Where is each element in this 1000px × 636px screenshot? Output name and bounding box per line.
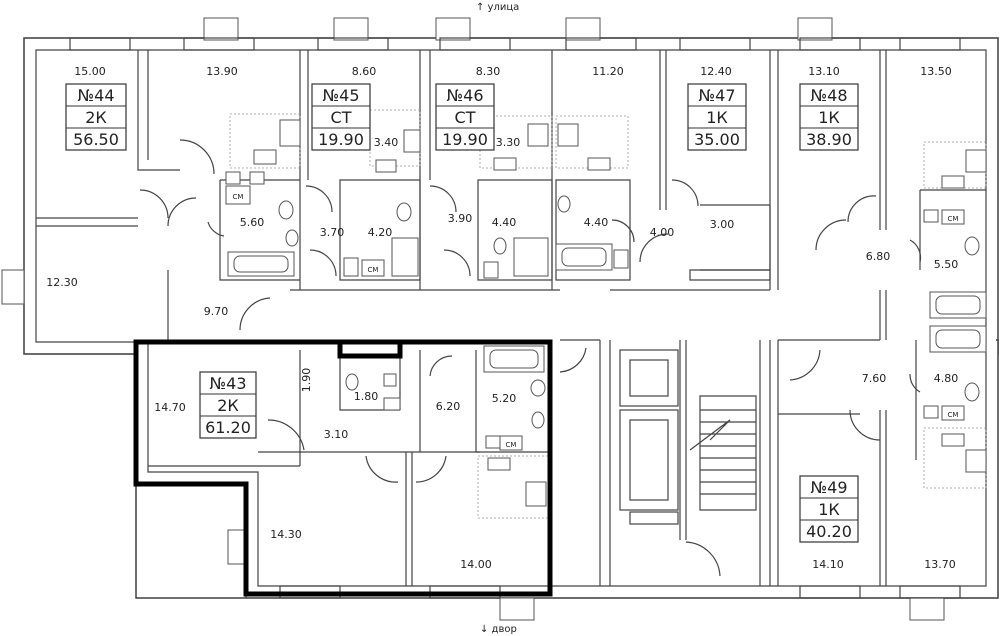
direction-top-label: ↑ улица: [476, 2, 519, 13]
direction-bottom-label: ↓ двор: [480, 624, 517, 635]
apartment-card-45[interactable]: №45 СТ 19.90: [311, 83, 371, 151]
room-area: 3.30: [496, 136, 521, 149]
apartment-type: 2К: [85, 108, 107, 127]
apartment-card-47[interactable]: №47 1К 35.00: [687, 83, 747, 151]
room-area: 3.00: [710, 218, 735, 231]
room-area: 3.10: [324, 428, 349, 441]
washing-machine-label: СМ: [948, 215, 959, 223]
room-area: 12.40: [700, 65, 732, 78]
apartment-type: 1К: [706, 108, 728, 127]
room-area: 5.20: [492, 392, 517, 405]
room-area: 14.10: [812, 558, 844, 571]
apartment-number: №46: [447, 86, 484, 105]
room-area: 6.20: [436, 400, 461, 413]
washing-machine-tags: СМ СМ СМ СМ СМ: [225, 185, 965, 451]
stair-core: [619, 349, 757, 525]
room-area: 13.70: [924, 558, 956, 571]
room-area: 12.30: [46, 276, 78, 289]
apartment-number: №49: [811, 478, 848, 497]
room-area: 1.80: [354, 390, 379, 403]
room-area: 5.50: [934, 258, 959, 271]
room-area: 6.80: [866, 250, 891, 263]
room-area: 5.60: [240, 216, 265, 229]
room-area-labels: 15.00 13.90 8.60 8.30 11.20 12.40 13.10 …: [46, 65, 958, 571]
windows: [1, 17, 961, 621]
room-area: 3.70: [320, 226, 345, 239]
apartment-area: 35.00: [694, 130, 740, 149]
apartment-card-43[interactable]: №43 2К 61.20: [199, 371, 257, 439]
apartment-card-48[interactable]: №48 1К 38.90: [799, 83, 859, 151]
room-area: 4.20: [368, 226, 393, 239]
apartment-type: СТ: [455, 108, 476, 127]
apartment-number: №47: [699, 86, 736, 105]
room-area: 9.70: [204, 305, 229, 318]
apartment-area: 19.90: [442, 130, 488, 149]
apartment-43-outline: [133, 339, 553, 597]
room-area: 15.00: [74, 65, 106, 78]
apartment-area: 40.20: [806, 522, 852, 541]
apartment-area: 38.90: [806, 130, 852, 149]
apartment-43-shaft: [337, 342, 403, 359]
apartment-number: №44: [78, 86, 115, 105]
room-area: 7.60: [862, 372, 887, 385]
apartment-area: 19.90: [318, 130, 364, 149]
outer-walls: [23, 37, 999, 599]
room-area: 8.30: [476, 65, 501, 78]
apartment-card-44[interactable]: №44 2К 56.50: [65, 83, 127, 151]
washing-machine-label: СМ: [948, 411, 959, 419]
apartment-area: 61.20: [205, 418, 251, 437]
room-area: 3.90: [448, 212, 473, 225]
room-area: 13.90: [206, 65, 238, 78]
room-area: 4.40: [492, 216, 517, 229]
room-area: 13.50: [920, 65, 952, 78]
apartment-card-49[interactable]: №49 1К 40.20: [799, 475, 859, 543]
bathrooms: [225, 171, 987, 449]
room-area: 8.60: [352, 65, 377, 78]
washing-machine-label: СМ: [233, 193, 244, 201]
washing-machine-label: СМ: [506, 441, 517, 449]
room-area: 3.40: [374, 136, 399, 149]
room-area: 4.00: [650, 226, 675, 239]
apartment-type: 2К: [217, 396, 239, 415]
doors: [139, 139, 922, 577]
room-area: 4.80: [934, 372, 959, 385]
room-area: 11.20: [592, 65, 624, 78]
room-area: 14.70: [154, 401, 186, 414]
apartment-number: №48: [811, 86, 848, 105]
apartment-card-46[interactable]: №46 СТ 19.90: [435, 83, 495, 151]
room-area: 14.30: [270, 528, 302, 541]
room-area: 1.90: [300, 368, 313, 393]
room-area: 4.40: [584, 216, 609, 229]
room-area: 14.00: [460, 558, 492, 571]
apartment-type: 1К: [818, 500, 840, 519]
apartment-type: СТ: [331, 108, 352, 127]
washing-machine-label: СМ: [368, 266, 379, 274]
apartment-number: №45: [323, 86, 360, 105]
apartment-area: 56.50: [73, 130, 119, 149]
apartment-number: №43: [210, 374, 247, 393]
room-area: 13.10: [808, 65, 840, 78]
apartment-type: 1К: [818, 108, 840, 127]
